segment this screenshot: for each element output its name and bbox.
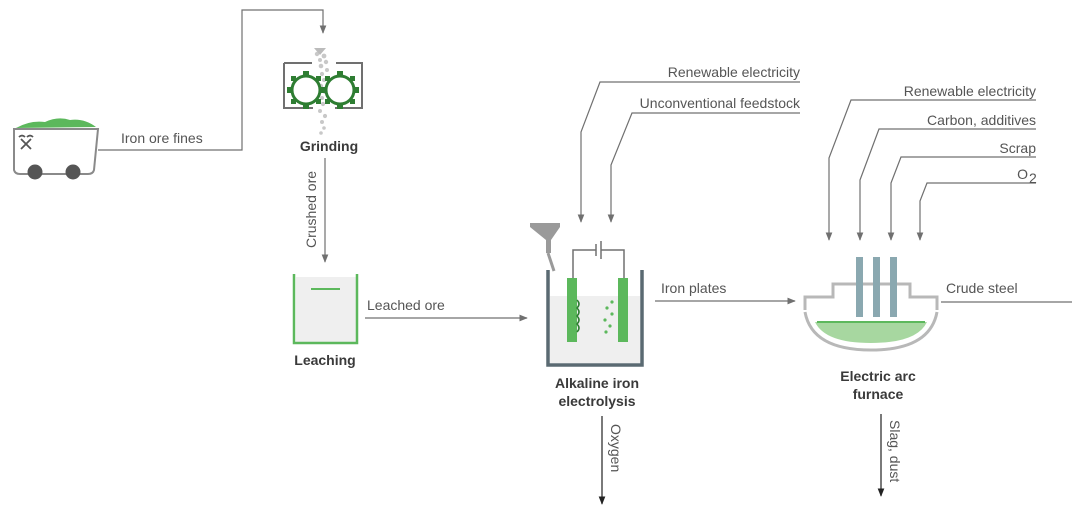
- ore-fines-flow-line: [98, 9, 327, 151]
- carbon-additives-flow-line: [856, 128, 1036, 241]
- crushed-ore-label: Crushed ore: [303, 171, 319, 248]
- arc-furnace-icon: [803, 257, 939, 352]
- leached-ore-label: Leached ore: [367, 297, 445, 313]
- furnace-label-line2: furnace: [853, 386, 904, 402]
- o2-base: O: [1017, 166, 1028, 182]
- o2-label: O: [1017, 166, 1028, 182]
- oxygen-label: Oxygen: [608, 424, 624, 472]
- electrolysis-label-line1: Alkaline iron: [555, 375, 639, 391]
- electrolysis-renewable-electricity-label: Renewable electricity: [668, 64, 800, 80]
- o2-flow-line: [916, 182, 1036, 241]
- furnace-renewable-electricity-flow-line: [825, 99, 1036, 241]
- unconventional-feedstock-label: Unconventional feedstock: [640, 95, 801, 111]
- leaching-label: Leaching: [294, 352, 355, 368]
- scrap-flow-line: [887, 156, 1036, 241]
- grinding-label: Grinding: [300, 138, 358, 154]
- leaching-tank-icon: [292, 274, 359, 345]
- scrap-label: Scrap: [999, 140, 1036, 156]
- carbon-additives-label: Carbon, additives: [927, 112, 1036, 128]
- iron-ore-fines-label: Iron ore fines: [121, 130, 203, 146]
- electrolysis-cell-icon: [530, 223, 644, 367]
- furnace-label-line1: Electric arc: [840, 368, 916, 384]
- renewable-electricity-flow-line-1: [577, 81, 800, 223]
- crude-steel-label: Crude steel: [946, 280, 1018, 296]
- mine-cart-icon: [13, 118, 100, 180]
- unconventional-feedstock-flow-line: [607, 112, 800, 223]
- o2-subscript: 2: [1029, 170, 1037, 186]
- iron-plates-label: Iron plates: [661, 280, 726, 296]
- electrolysis-label-line2: electrolysis: [558, 393, 635, 409]
- furnace-renewable-electricity-label: Renewable electricity: [904, 83, 1036, 99]
- grinder-icon: [283, 48, 363, 135]
- slag-dust-label: Slag, dust: [887, 420, 903, 482]
